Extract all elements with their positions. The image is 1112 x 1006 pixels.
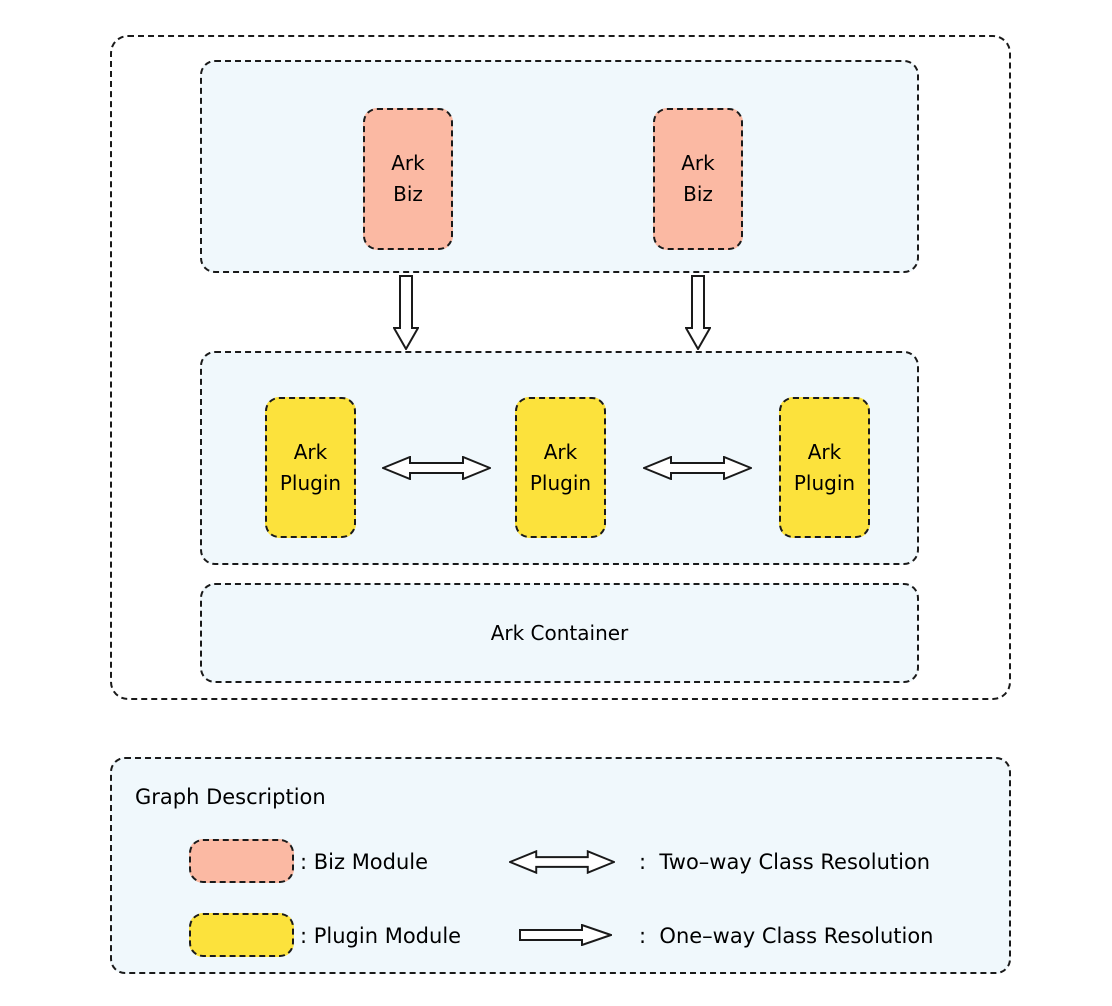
one-way-down-arrow-icon (685, 275, 711, 350)
ark-biz-box: Ark Biz (653, 108, 743, 250)
legend-panel: Graph Description : Biz Module : Two–way… (110, 757, 1011, 974)
outer-container-box (110, 35, 1011, 700)
ark-plugin-box: Ark Plugin (515, 397, 606, 538)
one-way-down-arrow-icon (393, 275, 419, 350)
legend-title: Graph Description (135, 785, 326, 809)
ark-container-box: Ark Container (200, 583, 919, 683)
one-way-arrow-icon (519, 924, 612, 946)
biz-module-swatch (189, 839, 294, 883)
biz-layer-section (200, 60, 919, 273)
two-way-resolution-label: : Two–way Class Resolution (639, 850, 931, 874)
ark-plugin-box: Ark Plugin (779, 397, 870, 538)
biz-module-label: : Biz Module (300, 850, 429, 874)
one-way-resolution-label: : One–way Class Resolution (639, 924, 934, 948)
plugin-module-label: : Plugin Module (300, 924, 462, 948)
ark-biz-box: Ark Biz (363, 108, 453, 250)
two-way-arrow-icon (643, 456, 752, 480)
two-way-arrow-icon (509, 850, 615, 874)
plugin-module-swatch (189, 913, 294, 957)
ark-plugin-box: Ark Plugin (265, 397, 356, 538)
two-way-arrow-icon (382, 456, 491, 480)
